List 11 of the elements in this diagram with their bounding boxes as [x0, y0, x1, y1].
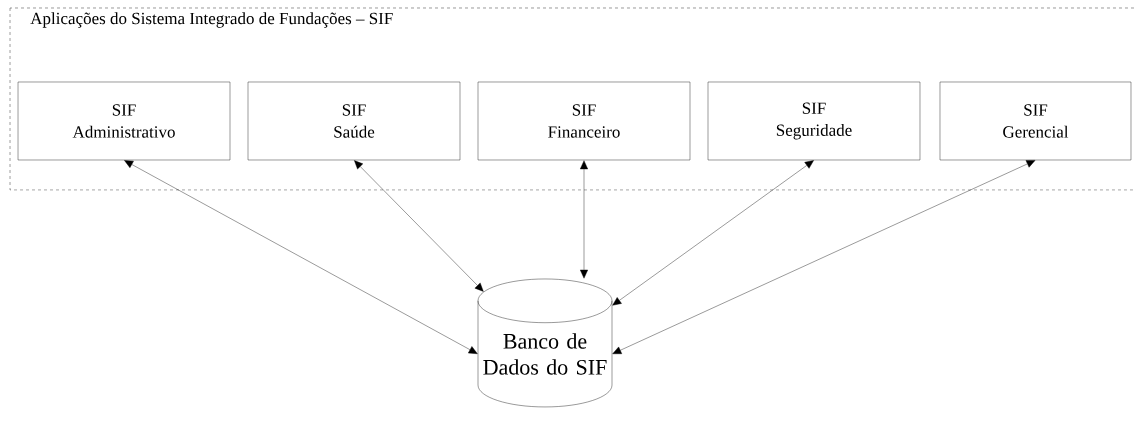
process-box: SIF Administrativo — [17, 81, 231, 161]
process-box: SIF Saúde — [247, 81, 461, 161]
arrow — [354, 160, 484, 292]
database-cylinder: Banco de Dados do SIF — [477, 278, 613, 408]
process-box: SIF Seguridade — [707, 81, 921, 161]
arrow — [580, 160, 588, 279]
arrow — [612, 160, 1036, 354]
process-box: SIF Gerencial — [939, 81, 1132, 161]
arrow — [124, 160, 478, 354]
process-box: SIF Financeiro — [477, 81, 691, 161]
arrow — [612, 160, 814, 306]
